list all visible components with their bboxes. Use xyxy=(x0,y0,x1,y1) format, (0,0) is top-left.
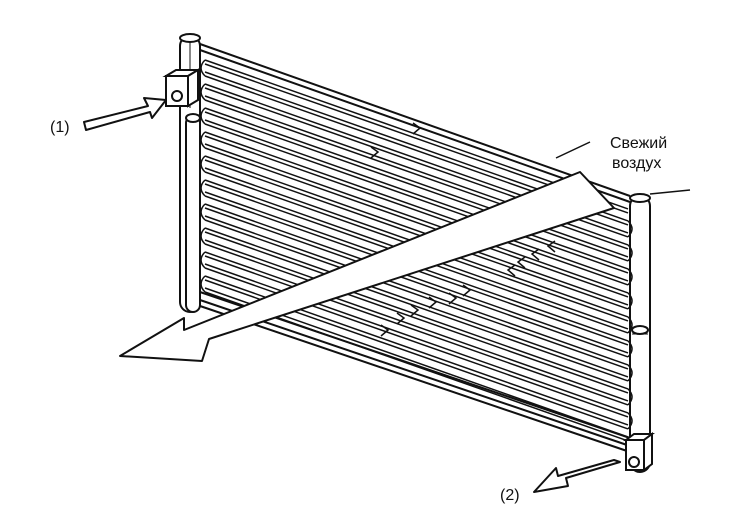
fresh-air-label-line1: Свежий xyxy=(610,135,667,152)
tube-bend xyxy=(200,131,206,149)
flow-arrowhead xyxy=(380,324,390,337)
flow-arrowhead xyxy=(530,248,540,261)
tube-line xyxy=(204,107,629,258)
tube-bend xyxy=(627,364,633,382)
flow-arrowhead xyxy=(396,312,406,325)
tube-line xyxy=(204,159,629,310)
fresh-air-label-line2: воздух xyxy=(612,155,661,172)
tube-line xyxy=(204,263,629,414)
tube-line xyxy=(204,243,629,394)
tube-bend xyxy=(627,268,633,286)
flow-arrowhead xyxy=(412,122,422,135)
outlet-fitting xyxy=(623,432,655,472)
flow-arrowhead xyxy=(410,304,420,317)
tube-line xyxy=(204,251,629,402)
flow-arrowhead xyxy=(462,284,472,297)
tube-bend xyxy=(200,155,206,173)
flow-arrowhead xyxy=(516,256,526,269)
inlet-label: (1) xyxy=(50,119,70,136)
tube-line xyxy=(204,147,629,298)
tube-line xyxy=(204,215,629,366)
tube-bend xyxy=(200,275,206,293)
tube-bend xyxy=(627,292,633,310)
tube-bend xyxy=(200,227,206,245)
tube-bend xyxy=(627,388,633,406)
tube-bend xyxy=(200,179,206,197)
inlet-fitting xyxy=(162,68,202,108)
right-header-tank xyxy=(629,193,651,473)
tube-line xyxy=(204,219,629,370)
tube-line xyxy=(204,119,629,270)
flow-arrowhead xyxy=(506,264,516,277)
tube-bend xyxy=(200,59,206,77)
tube-bend xyxy=(200,251,206,269)
tube-bend xyxy=(200,203,206,221)
tube-line xyxy=(204,135,629,286)
tube-bend xyxy=(627,244,633,262)
tube-line xyxy=(204,131,629,282)
refrigerant-flow-arrows xyxy=(370,122,556,337)
tube-line xyxy=(204,123,629,274)
tube-line xyxy=(204,203,629,354)
inlet-arrow xyxy=(83,97,167,131)
flow-arrowhead xyxy=(448,292,458,305)
tube-line xyxy=(204,111,629,262)
tube-line xyxy=(204,143,629,294)
tube-bend xyxy=(627,340,633,358)
fresh-air-arrow xyxy=(119,141,691,362)
tube-bend xyxy=(627,316,633,334)
tube-line xyxy=(204,255,629,406)
tube-bend xyxy=(200,83,206,101)
tube-line xyxy=(204,231,629,382)
flow-arrowhead xyxy=(370,146,380,159)
outlet-label: (2) xyxy=(500,487,520,504)
tube-bend xyxy=(627,412,633,430)
tube-bend xyxy=(200,107,206,125)
tube-bend xyxy=(627,220,633,238)
tube-line xyxy=(204,227,629,378)
flow-arrowhead xyxy=(428,296,438,309)
tube-line xyxy=(204,239,629,390)
tube-line xyxy=(204,207,629,358)
flow-arrowhead xyxy=(546,240,556,253)
outlet-arrow xyxy=(533,459,621,493)
tube-line xyxy=(204,155,629,306)
